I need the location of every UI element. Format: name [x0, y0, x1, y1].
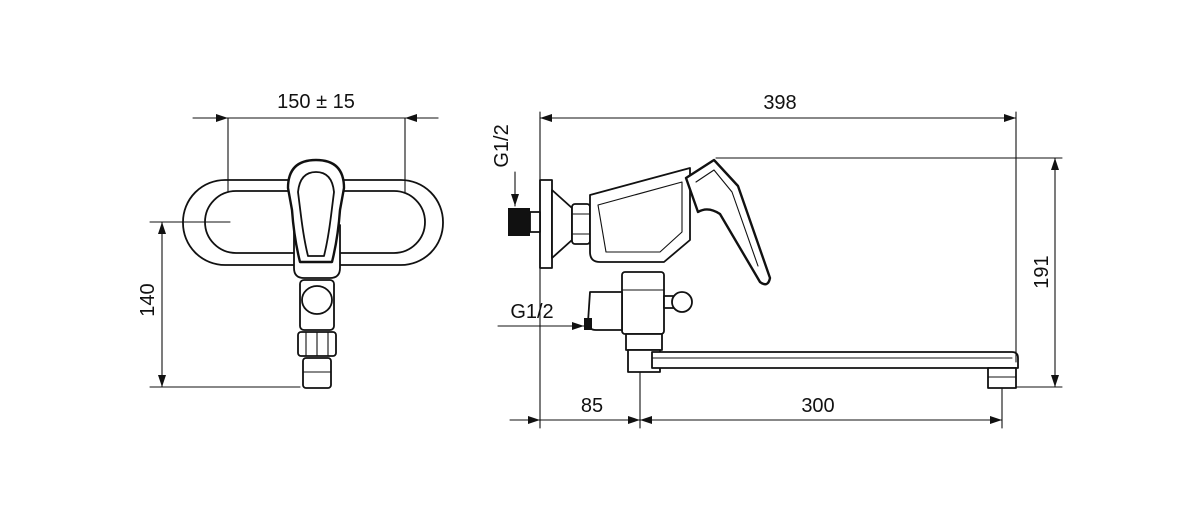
- front-spout-end: [302, 357, 332, 389]
- side-diverter-knob: [671, 291, 693, 313]
- side-shower-outlet: [587, 291, 623, 331]
- side-lever-handle: [684, 158, 772, 286]
- dim-height-front: 140: [137, 283, 159, 316]
- front-lever-inner: [297, 171, 335, 257]
- side-lower-body: [621, 271, 665, 335]
- front-lever-handle: [286, 158, 346, 264]
- side-spout-tip: [987, 367, 1017, 389]
- side-wall-flange: [539, 179, 553, 269]
- dim-overall-length: 398: [763, 92, 796, 114]
- side-view: G1/2 G1/2 398 191 85 300: [491, 92, 1063, 429]
- dim-wall-offset: 85: [581, 395, 603, 417]
- side-mixer-body: [589, 167, 691, 263]
- side-inlet-thread: [508, 208, 530, 236]
- side-union-nut: [571, 203, 591, 245]
- side-spout: [651, 351, 1019, 369]
- thread-inlet-label: G1/2: [491, 124, 513, 167]
- dim-overall-height: 191: [1031, 255, 1053, 288]
- side-flange-cone: [551, 189, 573, 259]
- side-spout-base: [625, 333, 663, 351]
- thread-outlet-label: G1/2: [510, 301, 553, 323]
- dim-width-front: 150 ± 15: [277, 91, 355, 113]
- front-view: 150 ± 15 140: [137, 91, 444, 389]
- dim-spout-length: 300: [801, 395, 834, 417]
- front-diverter-knob: [301, 285, 333, 315]
